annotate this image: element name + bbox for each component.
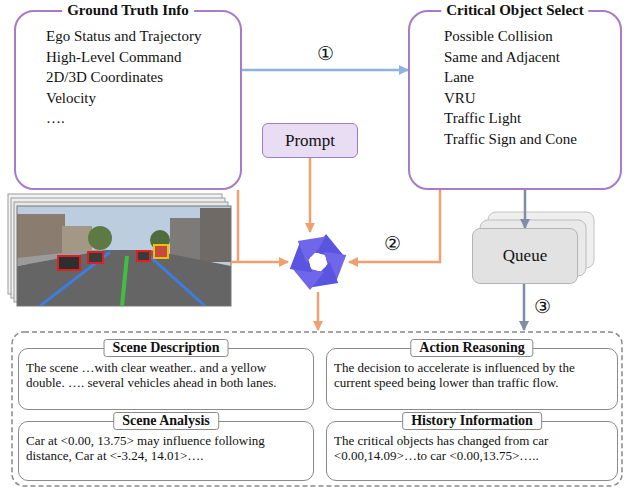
flow-arrow: [317, 292, 320, 330]
car-box: [58, 256, 80, 270]
connector-arrow: [242, 69, 408, 72]
step-number: ①: [317, 44, 334, 64]
logo-core: [310, 253, 326, 271]
street-photo: [17, 206, 231, 306]
list-item: ….: [46, 108, 206, 129]
lane-line: [145, 252, 205, 306]
panel-text: The scene …with clear weather.. and a ye…: [19, 349, 313, 393]
panel-text: The decision to accelerate is influenced…: [327, 349, 617, 393]
panel-text: Car at <0.00, 13.75> may influence follo…: [19, 422, 313, 466]
output-region: [12, 332, 622, 486]
list-item: Traffic Sign and Cone: [444, 129, 614, 150]
connector-arrow: [524, 190, 527, 228]
sign-box: [154, 245, 168, 258]
list-item: Possible Collision: [444, 26, 614, 47]
step-number: ②: [384, 234, 401, 254]
list-item: 2D/3D Coordinates: [46, 67, 206, 88]
building: [200, 208, 231, 262]
panel-heading: Ground Truth Info: [62, 1, 194, 20]
box-label: Prompt: [285, 131, 335, 151]
panel-heading: History Information: [402, 412, 542, 430]
flow-arrow: [349, 190, 440, 262]
list-item: VRU: [444, 88, 614, 109]
lane-line: [40, 252, 110, 306]
model-logo: [281, 225, 355, 298]
flow-arrow: [309, 158, 312, 232]
step-number: ③: [534, 297, 551, 317]
output-box: History InformationThe critical objects …: [326, 421, 618, 481]
tree: [88, 226, 112, 250]
camera-frame: [17, 206, 231, 306]
prompt-box: Prompt: [262, 123, 358, 158]
box-label: Queue: [503, 246, 547, 266]
trajectory-line: [122, 256, 127, 306]
sky: [17, 206, 231, 306]
queue-box: Queue: [472, 228, 578, 284]
flow-arrow: [523, 284, 526, 330]
panel-heading: Critical Object Select: [441, 1, 588, 20]
panel-heading: Scene Description: [104, 339, 229, 357]
output-box: Action ReasoningThe decision to accelera…: [326, 348, 618, 410]
list-item: Lane: [444, 67, 614, 88]
list-item: Same and Adjacent: [444, 47, 614, 68]
flow-line: [237, 190, 240, 262]
list-item: Velocity: [46, 88, 206, 109]
panel-text: The critical objects has changed from ca…: [327, 422, 617, 466]
info-panel: Ground Truth InfoEgo Status and Trajecto…: [14, 10, 242, 190]
flow-arrow: [231, 261, 288, 264]
car-box: [137, 251, 150, 261]
output-box: Scene AnalysisCar at <0.00, 13.75> may i…: [18, 421, 314, 481]
car-box: [88, 252, 103, 263]
select-panel: Critical Object SelectPossible Collision…: [408, 10, 622, 190]
list-item: Ego Status and Trajectory: [46, 26, 206, 47]
road: [17, 250, 231, 306]
list-item: Traffic Light: [444, 108, 614, 129]
panel-heading: Action Reasoning: [410, 339, 533, 357]
list-item: High-Level Command: [46, 47, 206, 68]
panel-heading: Scene Analysis: [113, 412, 219, 430]
item-list: Possible CollisionSame and AdjacentLaneV…: [444, 26, 614, 149]
item-list: Ego Status and TrajectoryHigh-Level Comm…: [46, 26, 206, 129]
output-box: Scene DescriptionThe scene …with clear w…: [18, 348, 314, 410]
